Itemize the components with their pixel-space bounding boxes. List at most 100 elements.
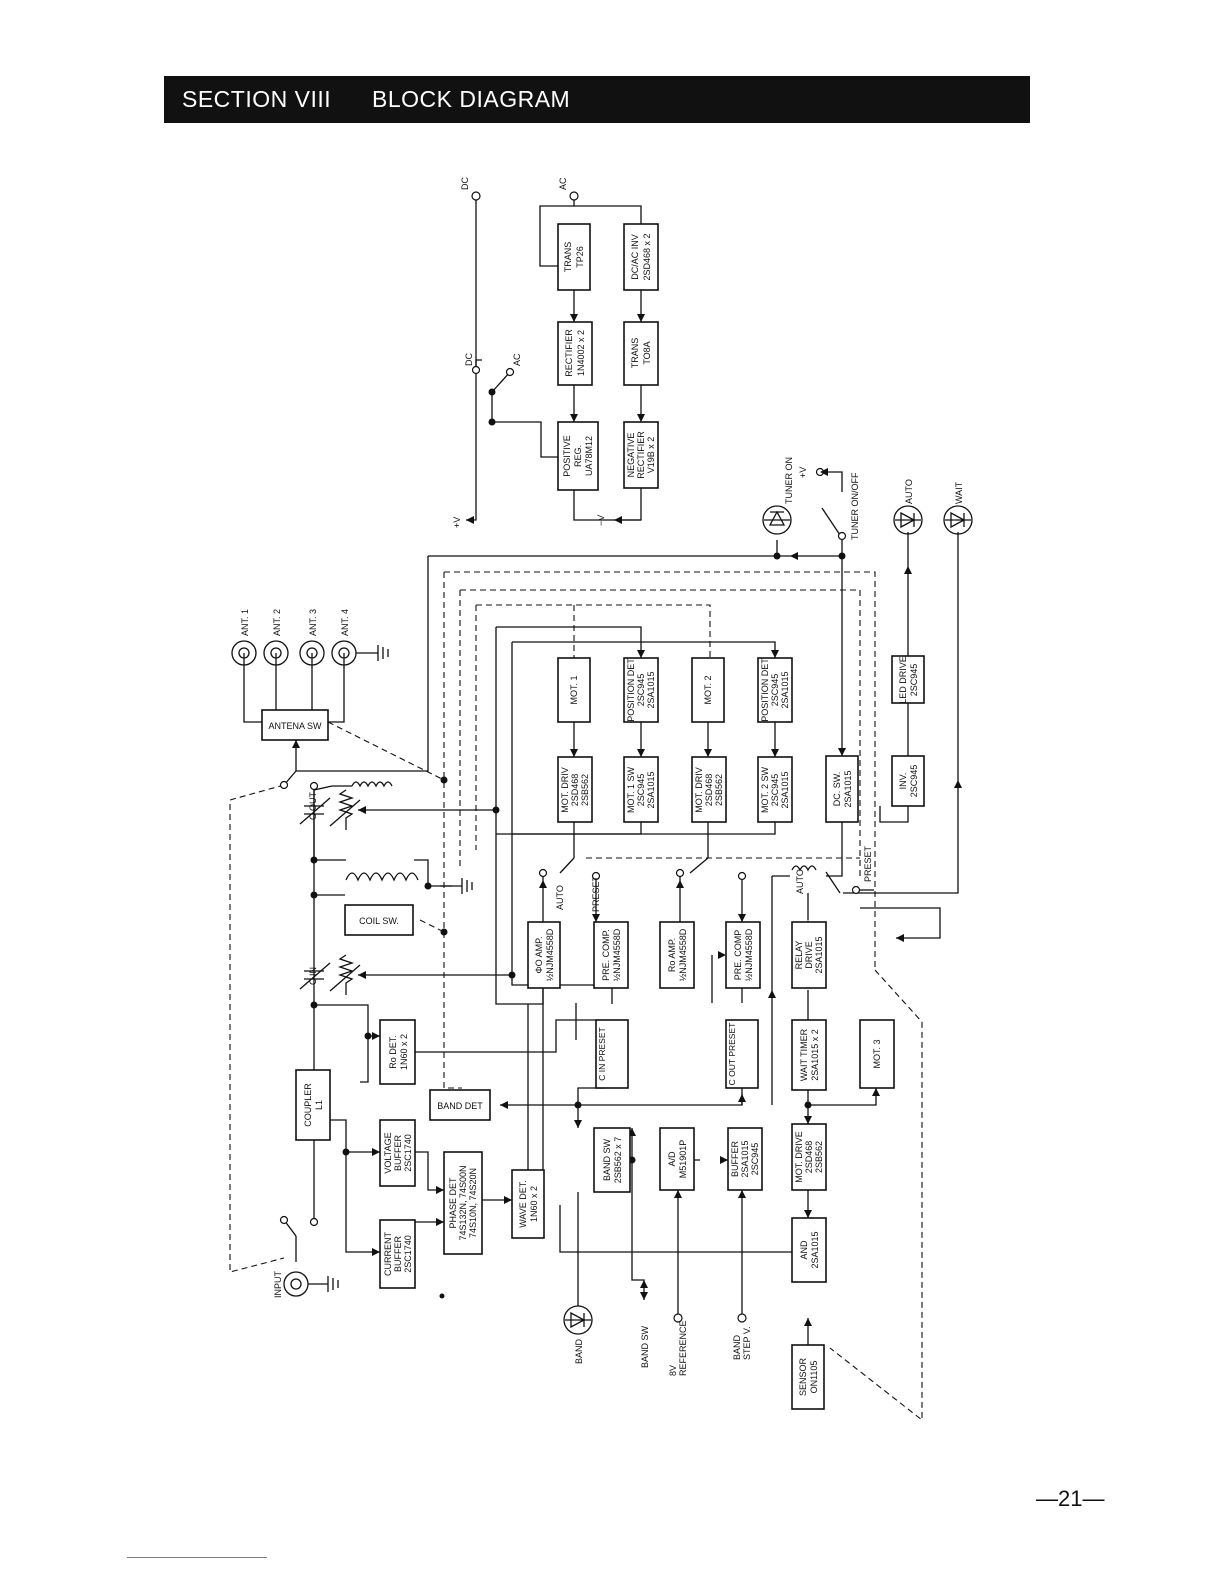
negative-rect-line2: RECTIFIER	[636, 431, 646, 479]
mot-driv1-line1: MOT. DRIV	[560, 767, 570, 813]
block-mot1-sw	[623, 756, 659, 823]
auto-led-icon	[893, 505, 923, 535]
block-dcac-inv	[623, 223, 659, 291]
block-ro-det	[379, 1019, 416, 1085]
label-reference: REFERENCE	[678, 1320, 688, 1376]
mot2-sw-line1: MOT. 2 SW	[760, 767, 770, 814]
dc-sw-line1: DC. SW.	[832, 772, 842, 807]
mot-drive3-line1: MOT. DRIVE	[794, 1131, 804, 1183]
voltage-buffer-line1: VOLTAGE	[383, 1132, 393, 1173]
current-buffer-line3: 2SC1740	[403, 1235, 413, 1273]
antenna-connectors	[231, 640, 389, 666]
mot-driv1-line2: 2SD468	[570, 774, 580, 807]
label-c-in: C IN	[308, 967, 318, 985]
mechanical-links	[229, 571, 923, 1422]
phase-det-line1: PHASE DET	[448, 1177, 458, 1229]
buffer-line2: 2SA1015	[740, 1140, 750, 1177]
mot3-label: MOT. 3	[872, 1039, 882, 1068]
mot-drive3-line2: 2SD468	[804, 1141, 814, 1174]
block-labels: TRANS TP26 DC/AC INV 2SD468 x 2 RECTIFIE…	[268, 233, 919, 1396]
block-cin-preset	[595, 1019, 629, 1089]
coupler-line1: COUPLER	[303, 1083, 313, 1127]
negative-rect-line1: NEGATIVE	[626, 433, 636, 478]
label-band-step-1: BAND	[732, 1334, 742, 1360]
block-mot-driv-1	[557, 756, 593, 823]
input-connector	[283, 1271, 339, 1297]
block-led-drive	[891, 655, 925, 704]
voltage-buffer-line3: 2SC1740	[403, 1134, 413, 1172]
positive-reg-line3: UA78M12	[584, 436, 594, 476]
block-trans-tp26	[557, 223, 591, 291]
ad-line1: A/D	[667, 1151, 677, 1167]
label-8v: 8V	[668, 1365, 678, 1376]
phi-amp-line2: ½NJM4558D	[545, 928, 555, 981]
led-diodes	[563, 505, 973, 1335]
pre-comp2-line1: PRE. COMP	[733, 930, 743, 981]
dc-sw-line2: 2SA1015	[843, 770, 853, 807]
block-trans-to8a	[623, 321, 659, 386]
dcac-inv-line2: 2SD468 x 2	[642, 233, 652, 280]
pos-det1-line3: 2SA1015	[646, 671, 656, 708]
block-phi-amp	[527, 921, 561, 989]
ro-det-line2: 1N60 x 2	[399, 1034, 409, 1070]
page-number: —21—	[1036, 1486, 1105, 1511]
block-dc-sw	[825, 755, 859, 823]
mot1-line1: MOT. 1	[569, 675, 579, 704]
led-drive-line2: 2SC945	[909, 664, 919, 697]
mot2-sw-line3: 2SA1015	[780, 771, 790, 808]
wait-led-icon	[943, 505, 973, 535]
mot-driv2-line2: 2SD468	[704, 774, 714, 807]
block-voltage-buffer	[379, 1119, 416, 1187]
phi-amp-line1: ΦO AMP.	[534, 936, 544, 973]
block-mot2-sw	[757, 756, 793, 823]
label-dc-top: DC	[460, 177, 470, 190]
coil-sw-label: COIL SW.	[359, 916, 399, 926]
label-tuner-on: TUNER ON	[784, 457, 794, 504]
switch-contacts	[279, 191, 861, 1323]
block-ad	[659, 1127, 695, 1191]
sensor-line1: SENSOR	[798, 1357, 808, 1396]
block-current-buffer	[379, 1219, 416, 1289]
positive-reg-line1: POSITIVE	[562, 435, 572, 477]
block-mot-driv-2	[691, 756, 727, 823]
block-position-det-1	[623, 657, 659, 723]
voltage-buffer-line2: BUFFER	[393, 1134, 403, 1171]
cout-preset-label: C OUT PRESET	[727, 1023, 737, 1086]
label-band-sw-input: BAND SW	[640, 1325, 650, 1368]
pos-det1-line1: POSITION DET	[626, 658, 636, 722]
label-tuner-onoff: TUNER ON/OFF	[850, 472, 860, 540]
label-auto-switch-2: AUTO	[795, 869, 805, 894]
label-preset-switch-1: PRESET	[591, 875, 601, 912]
block-coil-sw	[344, 904, 414, 936]
block-band-sw	[593, 1127, 631, 1193]
mot-driv1-line3: 2SB562	[580, 774, 590, 806]
block-coupler	[295, 1069, 331, 1141]
block-mot1	[557, 657, 591, 723]
negative-rect-line3: V19B x 2	[646, 437, 656, 474]
wait-timer-line1: WAIT TIMER	[799, 1028, 809, 1081]
ro-amp-line1: Ro AMP.	[667, 938, 677, 972]
block-mot2	[691, 657, 725, 723]
buffer-line3: 2SC945	[750, 1143, 760, 1176]
label-ac-top: AC	[558, 177, 568, 190]
label-ant4: ANT. 4	[340, 609, 350, 636]
pre-comp1-line2: ½NJM4558D	[612, 928, 622, 981]
rectifier-line1: RECTIFIER	[564, 329, 574, 377]
ro-amp-line2: ½NJM4558D	[678, 928, 688, 981]
trans-to8a-line1: TRANS	[630, 338, 640, 369]
mot1-sw-line3: 2SA1015	[646, 771, 656, 808]
inv-line1: INV.	[898, 773, 908, 790]
label-c-out: C OUT	[308, 792, 318, 821]
antena-sw-label: ANTENA SW	[268, 721, 322, 731]
inv-line2: 2SC945	[909, 765, 919, 798]
current-buffer-line1: CURRENT	[383, 1231, 393, 1276]
phase-det-line2: 74S132N, 74S00N	[458, 1165, 468, 1240]
block-cout-preset	[725, 1019, 759, 1089]
block-wait-timer	[791, 1019, 827, 1091]
pre-comp2-line2: ½NJM4558D	[744, 928, 754, 981]
block-pre-comp-2	[725, 921, 761, 989]
pre-comp1-line1: PRE. COMP.	[601, 929, 611, 981]
terminal-labels: DC AC DC AC +V −V +V TUNER ON TUNER ON/O…	[240, 177, 964, 1376]
mot1-sw-line2: 2SC945	[636, 774, 646, 807]
